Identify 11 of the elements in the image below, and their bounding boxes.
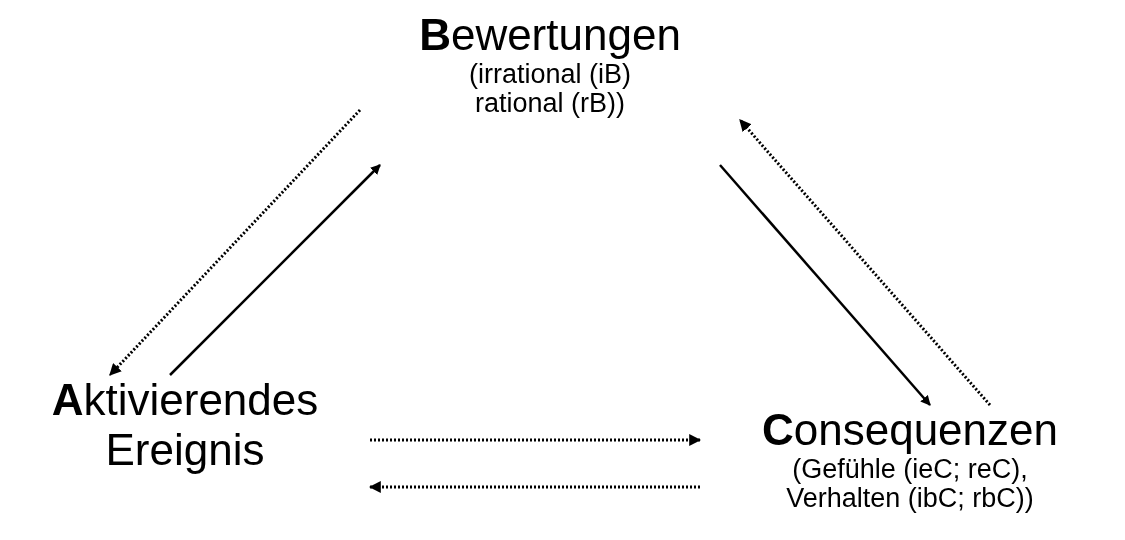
dotted-arrow xyxy=(738,119,992,406)
arrow xyxy=(719,164,931,406)
concept-heading: Bewertungen xyxy=(419,10,681,60)
concept-heading: Aktivierendes Ereignis xyxy=(50,375,320,475)
concept-description: (irrational (iB) rational (rB)) xyxy=(468,60,632,118)
arrow xyxy=(169,164,381,376)
dotted-arrow xyxy=(370,434,702,446)
concept-description: (Gefühle (ieC; reC), Verhalten (ibC; rbC)) xyxy=(785,455,1035,513)
dotted-arrow xyxy=(108,108,362,377)
concept-heading: Consequenzen xyxy=(762,405,1058,455)
dotted-arrow xyxy=(368,481,700,493)
